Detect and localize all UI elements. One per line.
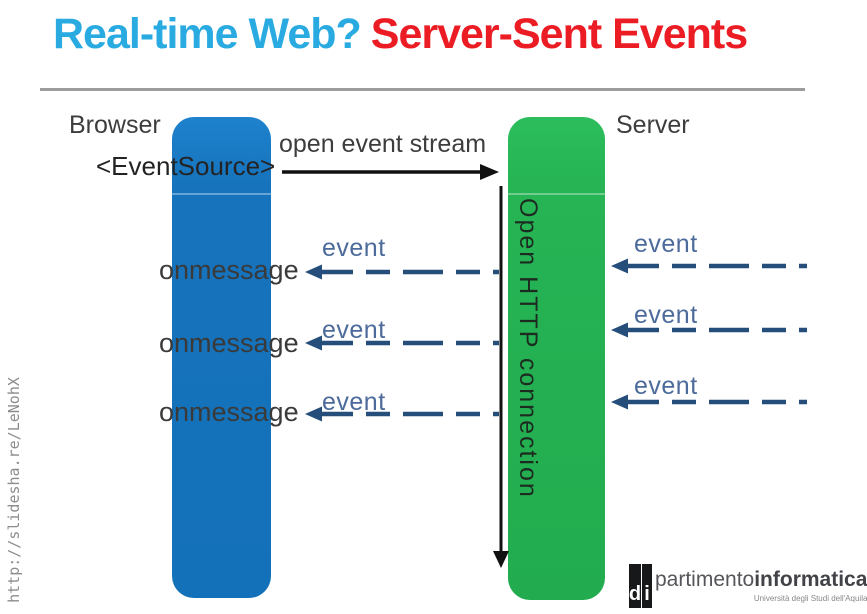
event-label-left-1: event: [322, 234, 386, 262]
browser-bar-separator: [172, 193, 271, 195]
event-label-left-2: event: [322, 316, 386, 344]
server-label: Server: [616, 111, 690, 139]
onmessage-label-2: onmessage: [159, 328, 299, 358]
server-bar-separator: [508, 193, 605, 195]
logo-letter-box-i: i: [642, 564, 652, 608]
eventsource-label: <EventSource>: [96, 151, 276, 181]
logo-text-wrap: partimentoinformatica Università degli S…: [655, 564, 867, 603]
onmessage-label-1: onmessage: [159, 255, 299, 285]
event-label-right-2: event: [634, 301, 698, 329]
onmessage-label-3: onmessage: [159, 397, 299, 427]
event-label-right-3: event: [634, 372, 698, 400]
title-topic: Server-Sent Events: [370, 10, 748, 58]
event-label-right-1: event: [634, 230, 698, 258]
server-lifeline-bar: [508, 117, 605, 600]
slide-title: Real-time Web?Server-Sent Events: [53, 10, 748, 59]
logo-name-regular: partimento: [655, 568, 755, 591]
logo-letter-box-d: d: [629, 564, 641, 608]
open-event-stream-arrow: [282, 164, 499, 180]
open-event-stream-label: open event stream: [279, 130, 487, 158]
event-arrow-right-1: [611, 258, 807, 274]
title-divider: [40, 88, 805, 91]
event-label-left-3: event: [322, 388, 386, 416]
logo-letter-d: d: [628, 583, 642, 605]
logo-wordmark: partimentoinformatica: [655, 568, 867, 592]
logo-letter-i: i: [644, 583, 650, 605]
source-url-text: http://slidesha.re/LeNohX: [5, 377, 23, 603]
department-logo: d i partimentoinformatica Università deg…: [629, 564, 867, 608]
open-http-connection-label: Open HTTP connection: [514, 198, 542, 499]
event-arrow-left-1: [305, 264, 499, 280]
logo-subtitle: Università degli Studi dell'Aquila: [753, 594, 867, 603]
browser-lifeline-bar: [172, 117, 271, 598]
browser-label: Browser: [69, 111, 161, 139]
logo-name-bold: informatica: [754, 568, 867, 591]
title-question: Real-time Web?: [53, 10, 362, 58]
